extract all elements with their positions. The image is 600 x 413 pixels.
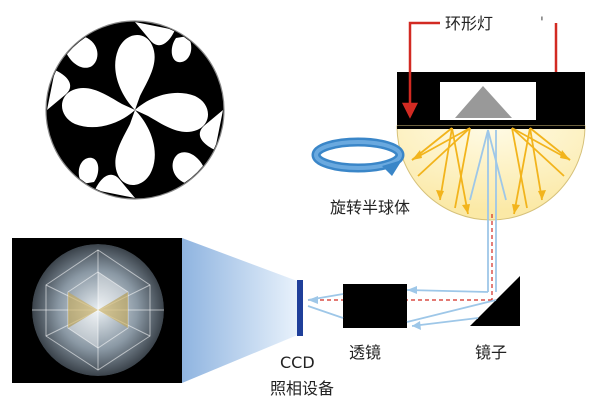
rotate-arrow-icon <box>311 137 405 176</box>
ccd-label: CCD <box>280 353 315 372</box>
rotating-hemisphere-label: 旋转半球体 <box>330 198 411 217</box>
mirror-label: 镜子 <box>475 343 508 362</box>
blue-rays-hemisphere <box>469 129 507 292</box>
ring-light-housing <box>397 72 585 126</box>
camera-device-label: 照相设备 <box>270 379 335 398</box>
lens-label: 透镜 <box>349 343 382 362</box>
aset-pattern-circle <box>45 20 225 200</box>
rotating-hemisphere <box>396 125 586 221</box>
diamond-image <box>32 244 164 376</box>
blue-beam-heads <box>308 286 421 330</box>
ring-light-tick-label: ' <box>540 15 544 31</box>
ring-light-arrows <box>401 21 558 119</box>
ring-light-label: 环形灯 <box>445 14 494 33</box>
yellow-ray-heads <box>412 150 570 214</box>
ccd-camera <box>12 238 303 383</box>
lens-block <box>343 284 407 328</box>
